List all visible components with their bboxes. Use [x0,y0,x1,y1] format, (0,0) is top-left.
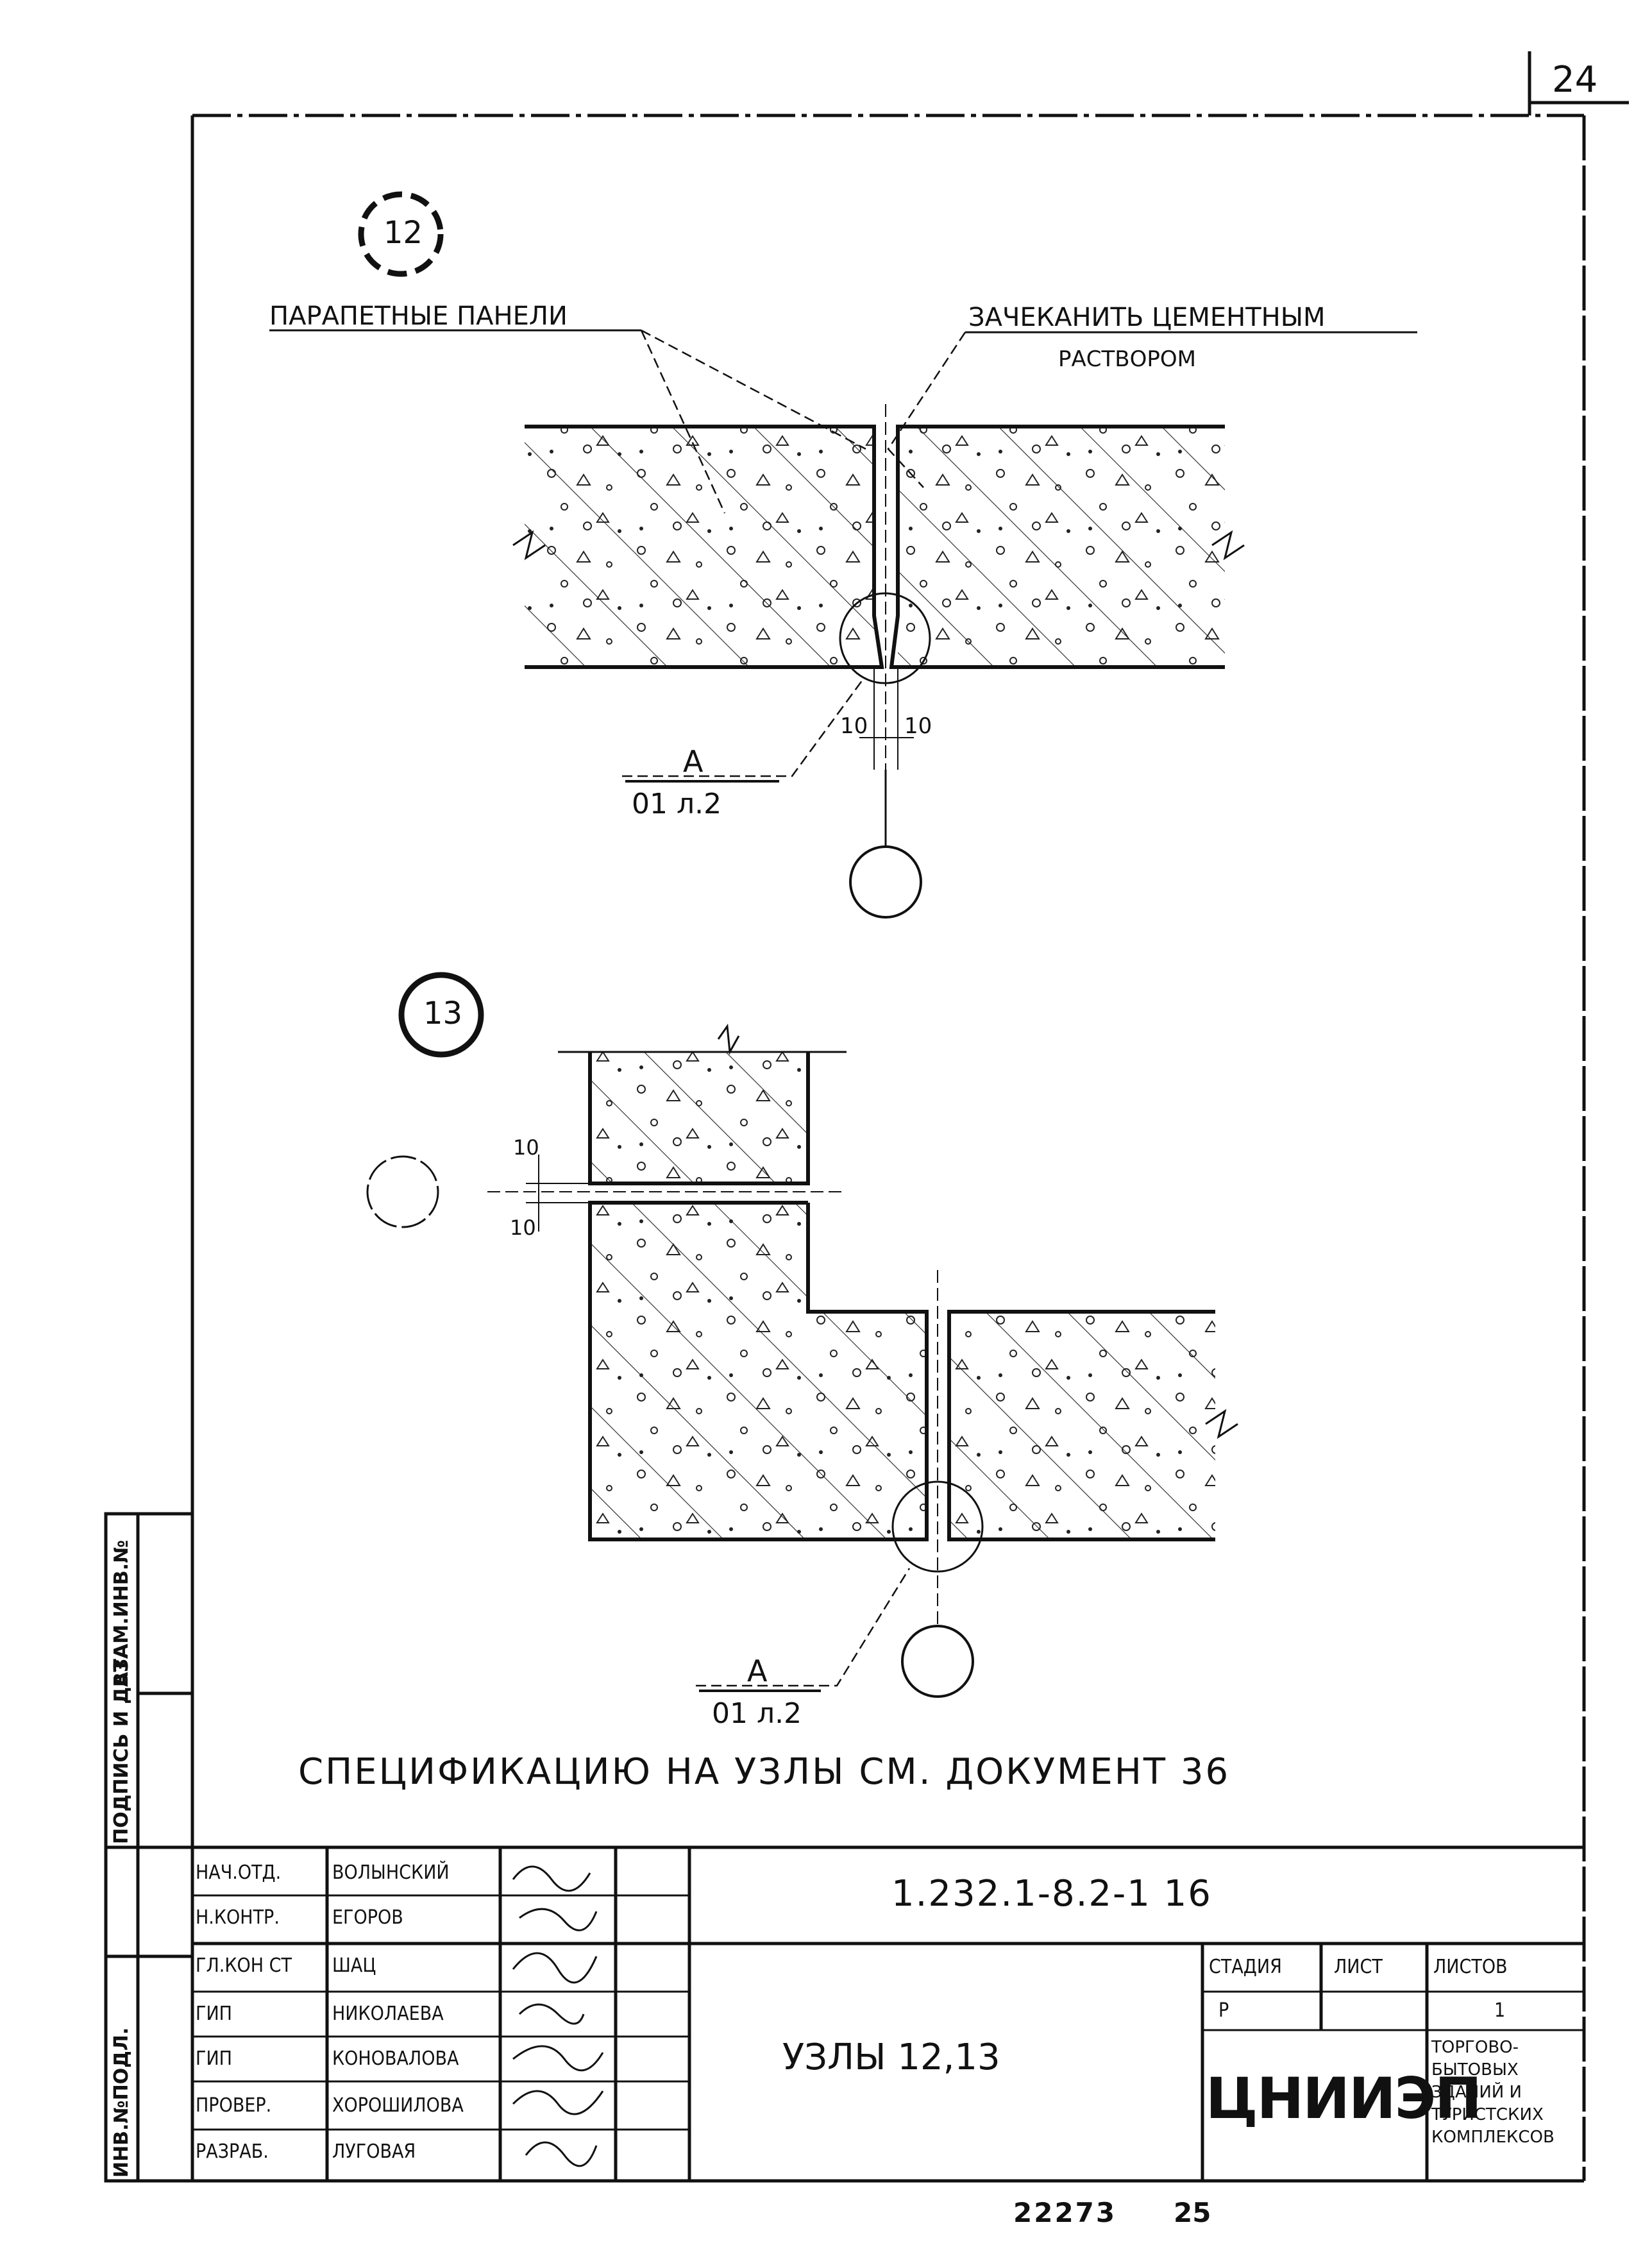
tb-role-5: ГИП [196,2047,232,2070]
tb-name-6: ХОРОШИЛОВА [332,2094,464,2117]
node-12-label-grout-2: РАСТВОРОМ [1058,346,1196,372]
org-text: ТОРГОВО- БЫТОВЫХ ЗДАНИЙ И ТУРИСТСКИХ КОМ… [1431,2038,1555,2147]
footer-number: 22273 [1013,2197,1117,2228]
node-12-dim-right: 10 [904,713,932,739]
sheet-label: ЛИСТ [1334,1956,1383,1978]
node-12-label-panels: ПАРАПЕТНЫЕ ПАНЕЛИ [269,301,568,331]
document-code: 1.232.1-8.2-1 16 [891,1873,1212,1915]
node-12-number: 12 [384,215,423,251]
stamp-replace-inv-no: ВЗАМ.ИНВ.№ [110,1539,133,1687]
org-logo: ЦНИИЭП [1206,2065,1482,2131]
page-number: 24 [1552,59,1598,101]
footer-sheet: 25 [1174,2197,1211,2228]
tb-name-5: КОНОВАЛОВА [332,2047,459,2070]
sheets-label: ЛИСТОВ [1433,1956,1508,1978]
stage-label: СТАДИЯ [1209,1956,1282,1978]
tb-role-4: ГИП [196,2003,232,2025]
stamp-lines [104,1512,1584,2183]
stage-value: Р [1218,1999,1229,2022]
node-13-number: 13 [423,995,463,1031]
node-13-dim-bottom: 10 [510,1216,536,1240]
node-12-dim-left: 10 [840,713,868,739]
specification-note: СПЕЦИФИКАЦИЮ НА УЗЛЫ СМ. ДОКУМЕНТ 36 [298,1751,1231,1793]
signatures [512,1865,604,2167]
sheets-value: 1 [1494,1999,1506,2022]
tb-name-2: ЕГОРОВ [332,1906,403,1929]
tb-name-4: НИКОЛАЕВА [332,2003,444,2025]
tb-role-6: ПРОВЕР. [196,2094,272,2117]
tb-name-3: ШАЦ [332,1954,376,1977]
tb-role-3: ГЛ.КОН СТ [196,1954,292,1977]
node-13-drawing [366,972,1238,1698]
node-13-ref-top: А [747,1654,768,1688]
node-12-ref-bottom: 01 л.2 [632,788,722,820]
tb-role-1: НАЧ.ОТД. [196,1861,282,1884]
tb-role-2: Н.КОНТР. [196,1906,280,1929]
node-13-dim-top: 10 [513,1135,539,1160]
tb-name-7: ЛУГОВАЯ [332,2140,416,2163]
node-12-ref-top: А [683,744,704,779]
stamp-inv-no-orig: ИНВ.№ПОДЛ. [110,2027,133,2178]
tb-role-7: РАЗРАБ. [196,2140,269,2163]
sheet-title: УЗЛЫ 12,13 [782,2037,1000,2078]
node-12-label-grout-1: ЗАЧЕКАНИТЬ ЦЕМЕНТНЫМ [968,303,1326,332]
node-12-drawing [269,191,1417,919]
node-13-ref-bottom: 01 л.2 [712,1697,802,1730]
tb-name-1: ВОЛЫНСКИЙ [332,1861,450,1884]
